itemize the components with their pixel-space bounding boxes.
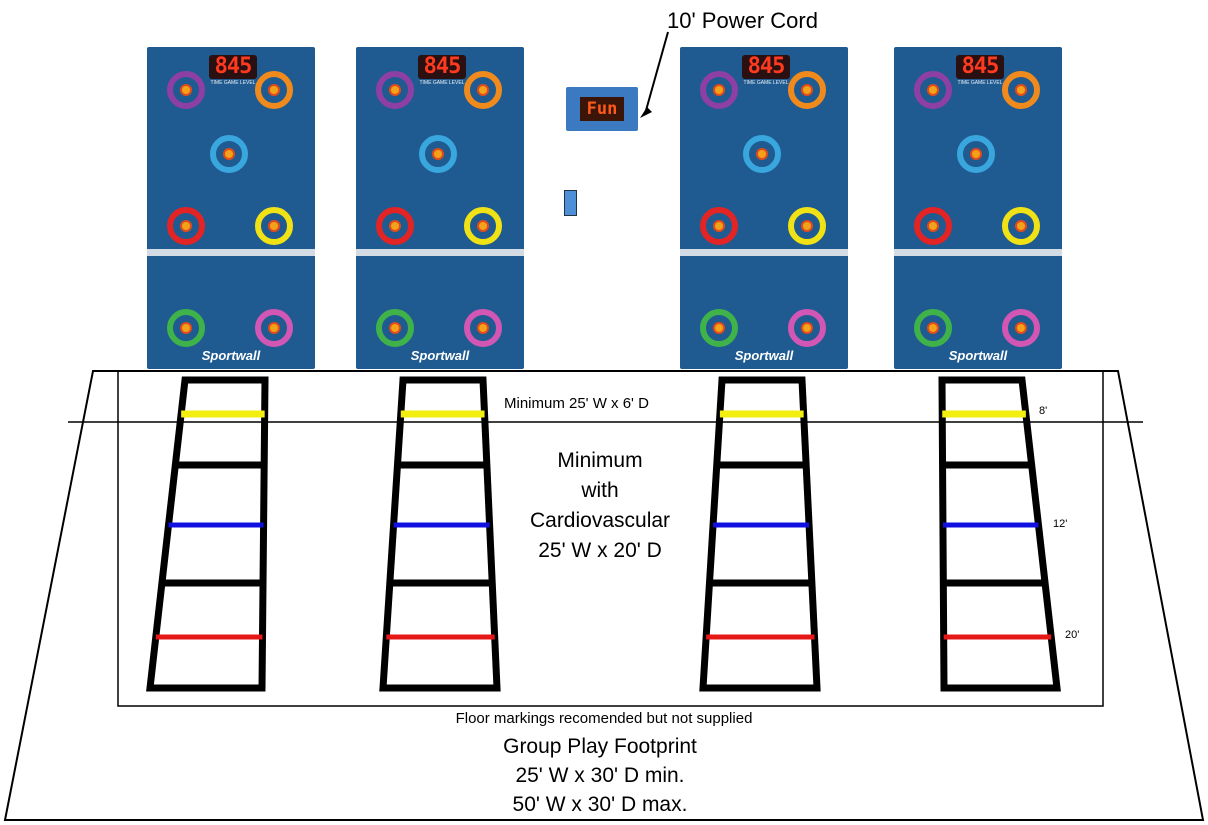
floor-markings-note: Floor markings recomended but not suppli… [455,710,753,727]
panel-score-display: 845 [209,55,257,79]
cardio-label-line1: Minimum [557,449,643,472]
red-target [700,207,738,245]
footprint-max: 50' W x 30' D max. [512,793,688,816]
yellow-target [464,207,502,245]
cyan-target [210,135,248,173]
cyan-target [419,135,457,173]
floor-ladder-4 [938,376,1061,692]
magenta-target [255,309,293,347]
sportwall-logo: Sportwall [948,348,1008,363]
floor-ladder-2 [379,376,501,692]
panel-divider [147,249,315,256]
panel-divider [356,249,524,256]
sportwall-logo: Sportwall [734,348,794,363]
floor-ladders [146,376,1061,692]
game-controller-box: Fun [566,87,638,131]
distance-marker-8ft: 8' [1039,405,1048,417]
panel-display-label: TIME GAME LEVEL [743,80,789,86]
power-cord-arrowhead [640,107,652,118]
red-target [914,207,952,245]
power-cord-label: 10' Power Cord [667,8,818,33]
cyan-target [743,135,781,173]
green-target [167,309,205,347]
panel-divider [680,249,848,256]
cardio-zone-outline [117,370,1104,707]
panel-display-label: TIME GAME LEVEL [210,80,256,86]
yellow-target [788,207,826,245]
purple-target [914,71,952,109]
sensor-module [564,190,577,216]
cardio-label-line2: with [581,479,619,502]
ladder-frame [699,376,821,692]
red-target [376,207,414,245]
green-target [376,309,414,347]
panel-score-display: 845 [956,55,1004,79]
floor-ladder-1 [146,376,269,692]
orange-target [788,71,826,109]
power-cord-arrow [644,31,669,115]
ladder-frame [938,376,1061,692]
green-target [914,309,952,347]
cyan-target [957,135,995,173]
magenta-target [1002,309,1040,347]
cardio-label-line3: Cardiovascular [529,509,671,532]
purple-target [700,71,738,109]
panel-score-display: 845 [418,55,466,79]
purple-target [167,71,205,109]
orange-target [1002,71,1040,109]
panel-display-label: TIME GAME LEVEL [419,80,465,86]
controller-display: Fun [580,97,624,121]
orange-target [255,71,293,109]
green-target [700,309,738,347]
panel-score-display: 845 [742,55,790,79]
distance-marker-12ft: 12' [1053,518,1068,530]
orange-target [464,71,502,109]
cardio-label-line4: 25' W x 20' D [538,539,662,562]
panel-display-label: TIME GAME LEVEL [957,80,1003,86]
distance-marker-20ft: 20' [1065,629,1080,641]
sportwall-logo: Sportwall [201,348,261,363]
footprint-title: Group Play Footprint [503,735,697,758]
purple-target [376,71,414,109]
yellow-target [1002,207,1040,245]
floor-ladder-3 [699,376,821,692]
magenta-target [464,309,502,347]
inner-zone-label: Minimum 25' W x 6' D [504,395,649,412]
sportwall-logo: Sportwall [410,348,470,363]
panel-divider [894,249,1062,256]
footprint-min: 25' W x 30' D min. [515,764,685,787]
yellow-target [255,207,293,245]
ladder-frame [379,376,501,692]
magenta-target [788,309,826,347]
ladder-frame [146,376,269,692]
red-target [167,207,205,245]
